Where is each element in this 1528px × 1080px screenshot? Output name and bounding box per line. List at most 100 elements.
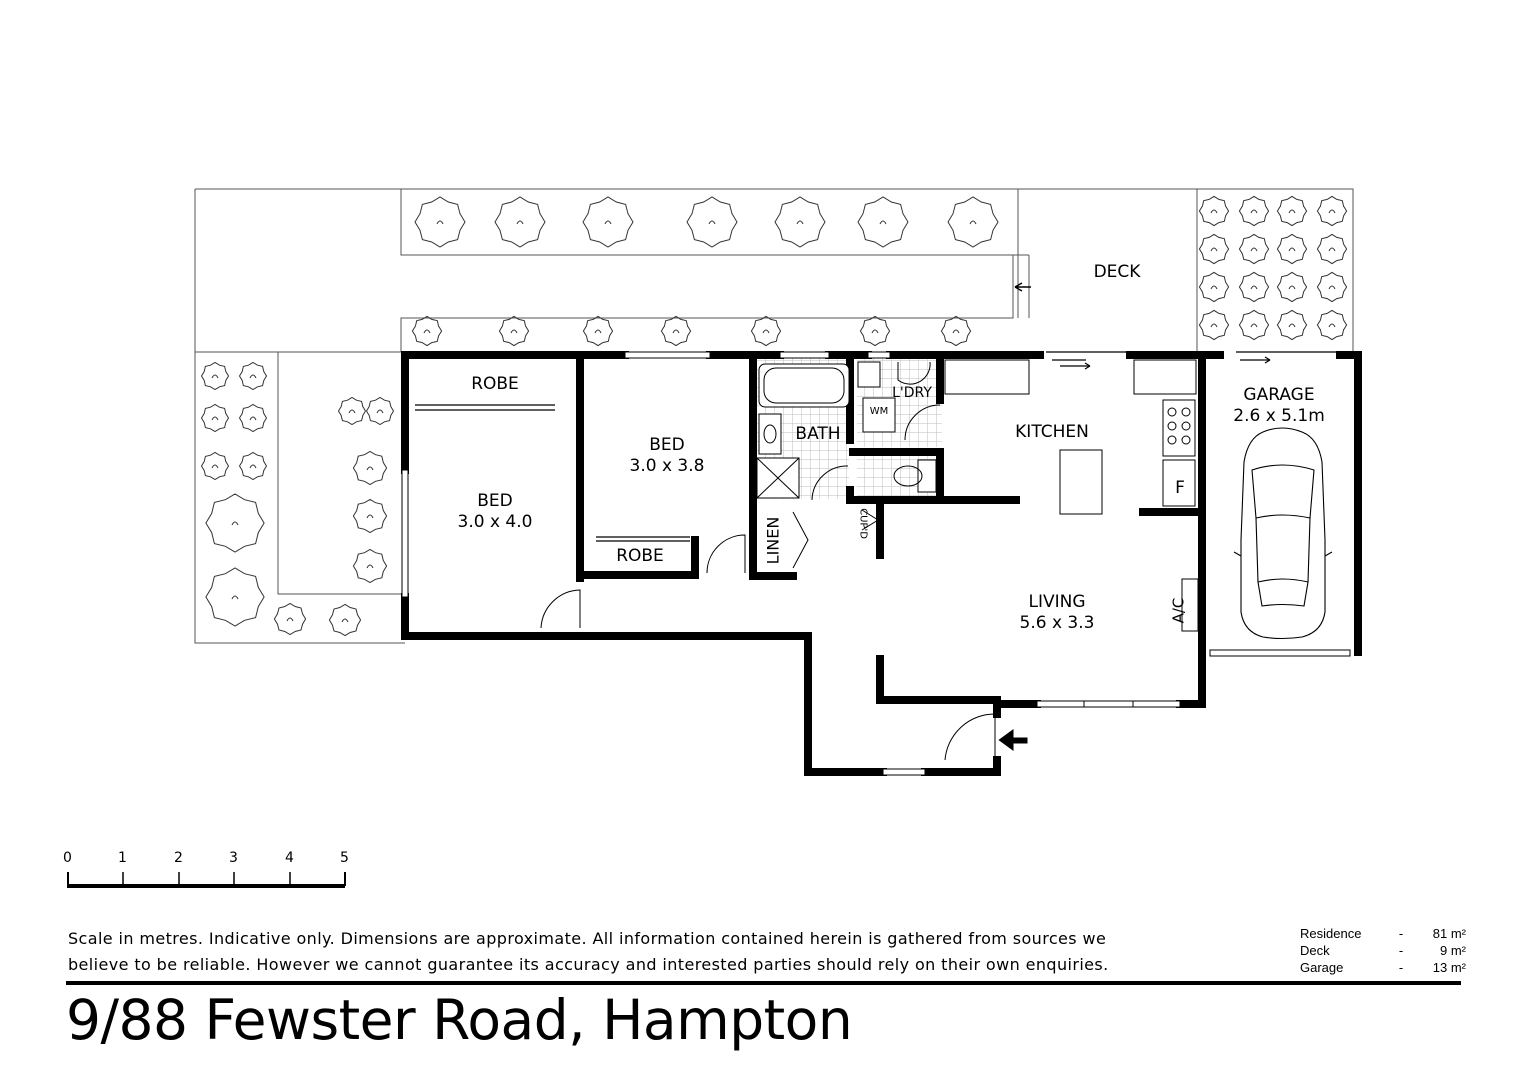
room-label-cupboard: CUP'D [857,508,869,539]
shrub-icon [494,196,546,248]
shrub-center-mark [249,374,257,379]
footer-divider [66,981,1461,985]
area-row-garage: Garage - 13 m² [1300,959,1466,976]
room-label-bath: BATH [795,424,841,444]
area-name: Deck [1300,943,1330,958]
shrub-center-mark [1250,209,1258,214]
bathtub [758,363,850,408]
shrub-icon [414,196,466,248]
shrub-center-mark [1328,209,1336,214]
shrub-icon [411,315,443,347]
room-label-wm: WM [869,406,889,417]
shrub-center-mark [366,564,374,569]
room-dims-bed-1: 3.0 x 4.0 [457,512,533,532]
disclaimer-line-2: believe to be reliable. However we canno… [68,955,1109,974]
shrub-icon [352,498,388,534]
shrub-icon [750,315,782,347]
shrub-icon [498,315,530,347]
air-conditioner [1181,578,1199,632]
shrub-center-mark [436,220,444,225]
vanity [758,413,782,455]
shrub-center-mark [348,409,356,414]
scale-tick-3: 3 [229,850,238,866]
basin [763,424,777,444]
shrub-icon [205,493,265,553]
shrub-center-mark [1288,323,1296,328]
front-entry-arrow [998,729,1028,751]
area-separator: - [1398,943,1404,958]
shrub-icon [1316,271,1348,303]
toilet-bowl [893,465,923,487]
shrub-center-mark [1210,285,1218,290]
room-label-linen: LINEN [763,516,783,565]
room-dims-garage: 2.6 x 5.1m [1233,406,1325,426]
room-label-kitchen: KITCHEN [1015,422,1089,442]
shrub-center-mark [952,329,960,334]
garden-outline [194,188,1354,644]
area-name: Residence [1300,926,1362,941]
shrub-center-mark [516,220,524,225]
laundry-trough [857,361,881,388]
fixtures [756,359,1199,632]
shrub-center-mark [376,409,384,414]
property-address-title: 9/88 Fewster Road, Hampton [66,988,853,1052]
shrub-center-mark [796,220,804,225]
shrub-center-mark [510,329,518,334]
shrub-center-mark [1288,209,1296,214]
disclaimer-line-1: Scale in metres. Indicative only. Dimens… [68,929,1107,948]
scale-bar [67,872,346,888]
shrub-center-mark [762,329,770,334]
garage-car [1233,427,1333,640]
scale-tick-0: 0 [63,850,72,866]
sliding-doors [415,351,1340,542]
shrub-center-mark [231,595,239,600]
shrub-icon [352,548,388,584]
shrub-icon [582,196,634,248]
room-label-laundry: L'DRY [892,385,932,401]
shrub-center-mark [1210,323,1218,328]
washing-machine [862,397,896,433]
shrub-icon [200,451,230,481]
shrub-icon [1316,195,1348,227]
shrub-center-mark [708,220,716,225]
shrub-icon [686,196,738,248]
shrub-center-mark [1210,247,1218,252]
shrub-center-mark [604,220,612,225]
shrub-icon [238,451,268,481]
shrub-icon [774,196,826,248]
shrub-icon [859,315,891,347]
room-label-ac: A/C [1169,597,1188,624]
shrub-icon [328,603,362,637]
shrub-icon [582,315,614,347]
kitchen-island [1059,449,1103,515]
shrub-icon [947,196,999,248]
room-label-deck: DECK [1093,262,1141,282]
shrub-icon [1316,309,1348,341]
shrub-icon [1276,271,1308,303]
shrub-icon [1276,309,1308,341]
scale-tick-2: 2 [174,850,183,866]
shrub-center-mark [1328,285,1336,290]
shrub-icon [1238,309,1270,341]
area-value: 9 m² [1440,943,1466,958]
area-separator: - [1398,926,1404,941]
shrub-center-mark [1250,247,1258,252]
shrub-center-mark [871,329,879,334]
walls [401,351,1362,776]
shrub-center-mark [879,220,887,225]
room-label-fridge: F [1175,478,1185,498]
shrub-center-mark [341,618,349,623]
shrub-icon [1198,309,1230,341]
area-row-residence: Residence - 81 m² [1300,925,1466,942]
shrub-icon [1238,271,1270,303]
garden-shrubs [200,195,1348,637]
shrub-center-mark [211,464,219,469]
shrub-center-mark [1250,285,1258,290]
shrub-center-mark [1288,285,1296,290]
shrub-center-mark [366,466,374,471]
shrub-icon [1238,233,1270,265]
shrub-icon [273,602,307,636]
room-label-robe: ROBE [471,374,519,394]
